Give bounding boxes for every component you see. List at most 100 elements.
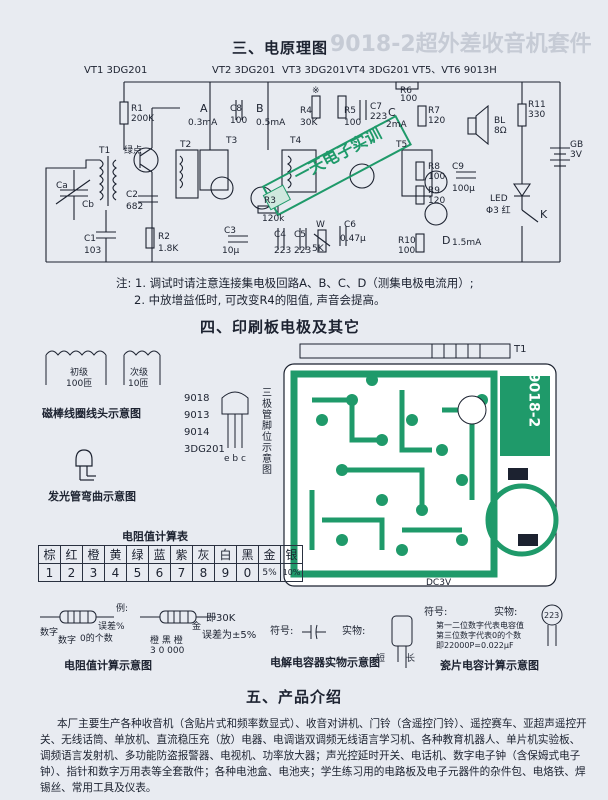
resistor-example-label: 例: <box>116 604 129 614</box>
digit-cell: 0 <box>236 563 259 582</box>
color-cell: 紫 <box>170 545 193 564</box>
ceramic-explain-3: 即22000P=0.022μF <box>436 641 514 650</box>
c9-label: C9 <box>452 162 465 172</box>
electrolytic-short-leg: 短 <box>376 654 386 664</box>
vt2-label: VT2 3DG201 <box>212 65 276 76</box>
transistor-model-1: 9018 <box>184 393 210 404</box>
transistor-model-3: 9014 <box>184 427 210 438</box>
color-cell: 棕 <box>38 545 61 564</box>
coil-primary-turns: 100匝 <box>66 379 93 389</box>
r3-label: R3 <box>264 196 276 206</box>
r11-label: R11 <box>528 100 546 110</box>
vt1-label: VT1 3DG201 <box>84 65 148 76</box>
led-bend-icon <box>75 449 96 481</box>
digit-row: 1 2 3 4 5 6 7 8 9 0 5% 10% <box>38 563 303 582</box>
note-2: 2. 中放增益低时, 可改变R4的阻值, 声音会提高。 <box>134 293 386 307</box>
cb-label: Cb <box>82 200 94 210</box>
green-dot-label: 绿点 <box>124 146 143 156</box>
digit-cell: 4 <box>104 563 127 582</box>
resistor-tol-result: 误差为±5% <box>202 630 257 641</box>
r7-value: 120 <box>428 116 446 126</box>
color-row: 棕 红 橙 黄 绿 蓝 紫 灰 白 黑 金 银 <box>38 545 303 564</box>
vt3-label: VT3 3DG201 <box>282 65 346 76</box>
r3-value: 120k <box>262 214 285 224</box>
resistor-digit-2: 数字 <box>58 636 77 646</box>
r9-value: 120 <box>428 196 446 206</box>
c6-label: C6 <box>344 220 357 230</box>
ceramic-caption: 瓷片电容计算示意图 <box>440 659 539 672</box>
resistor-table-title: 电阻值计算表 <box>122 530 188 543</box>
color-cell: 银 <box>280 545 303 564</box>
coil-primary-label: 初级 <box>70 368 89 378</box>
r9-label: R9 <box>428 186 440 196</box>
transistor-pins: e b c <box>224 454 246 464</box>
r8-value: 100 <box>428 172 446 182</box>
transistor-model-2: 9013 <box>184 410 210 421</box>
transistor-pin-caption: 三极管脚位示意图 <box>262 388 272 476</box>
test-point-c: C <box>388 106 396 119</box>
color-cell: 白 <box>214 545 237 564</box>
product-intro: 本厂主要生产各种收音机（含贴片式和频率数显式）、收音对讲机、门铃（含遥控门铃）、… <box>40 718 587 794</box>
color-cell: 橙 <box>82 545 105 564</box>
transistor-body-icon <box>221 391 249 448</box>
color-cell: 灰 <box>192 545 215 564</box>
stamp-mark <box>261 114 412 217</box>
ceramic-explain-1: 第一二位数字代表电容值 <box>436 621 524 630</box>
led-value: Φ3 红 <box>486 206 511 216</box>
r4-label: R4 <box>300 106 312 116</box>
r7-label: R7 <box>428 106 440 116</box>
section-5-title: 五、产品介绍 <box>246 688 343 706</box>
c9-value: 100μ <box>452 184 475 194</box>
test-point-b: B <box>256 102 264 115</box>
electrolytic-symbol-label: 符号: <box>270 626 294 637</box>
ceramic-object-label: 实物: <box>494 607 518 618</box>
c7-label: C7 <box>370 102 383 112</box>
test-point-d: D <box>442 234 451 247</box>
r2-label: R2 <box>158 232 170 242</box>
circuit-schematic <box>45 81 570 263</box>
t4-label: T4 <box>290 136 302 146</box>
digit-cell: 10% <box>280 563 303 582</box>
c3-value: 10μ <box>222 246 240 256</box>
coil-diagram <box>45 350 161 385</box>
transistor-model-4: 3DG201 <box>184 444 225 455</box>
header-watermark: 9018-2超外差收音机套件 <box>330 32 592 57</box>
r5-value: 100 <box>344 118 362 128</box>
resistor-digit-1: 数字 <box>40 628 59 638</box>
c2-label: C2 <box>126 190 139 200</box>
w-label: W <box>316 220 325 230</box>
vt4-label: VT4 3DG201 <box>346 65 410 76</box>
t5-label: T5 <box>396 140 408 150</box>
digit-cell: 8 <box>192 563 215 582</box>
r5-label: R5 <box>344 106 356 116</box>
c5-label: C5 <box>294 230 307 240</box>
ceramic-capacitor-icon <box>541 604 563 646</box>
color-cell: 绿 <box>126 545 149 564</box>
r8-label: R8 <box>428 162 440 172</box>
r1-label: R1 <box>131 104 143 114</box>
ceramic-code: 223 <box>544 611 560 620</box>
c2-value: 682 <box>126 202 144 212</box>
c7-value: 223 <box>370 112 388 122</box>
section-3-title: 三、电原理图 <box>232 39 329 57</box>
led-caption: 发光管弯曲示意图 <box>48 490 136 503</box>
color-cell: 金 <box>258 545 281 564</box>
r2-value: 1.8K <box>158 244 179 254</box>
c5-value: 223 <box>294 246 312 256</box>
resistor-tolerance: 误差% <box>98 622 125 632</box>
r1-value: 200K <box>131 114 155 124</box>
c8-value: 100 <box>230 116 248 126</box>
r11-value: 330 <box>528 110 546 120</box>
note-1: 注: 1. 调试时请注意连接集电极回路A、B、C、D（测集电极电流用）; <box>116 276 474 290</box>
t1-label: T1 <box>99 146 111 156</box>
r10-value: 100 <box>398 246 416 256</box>
t3-label: T3 <box>226 136 238 146</box>
c4-value: 223 <box>274 246 292 256</box>
resistor-result: 即30K <box>206 613 236 624</box>
pcb-board <box>283 343 559 587</box>
c1-value: 103 <box>84 246 102 256</box>
color-cell: 黑 <box>236 545 259 564</box>
r4-value: 30K <box>300 118 318 128</box>
ca-label: Ca <box>56 181 68 191</box>
